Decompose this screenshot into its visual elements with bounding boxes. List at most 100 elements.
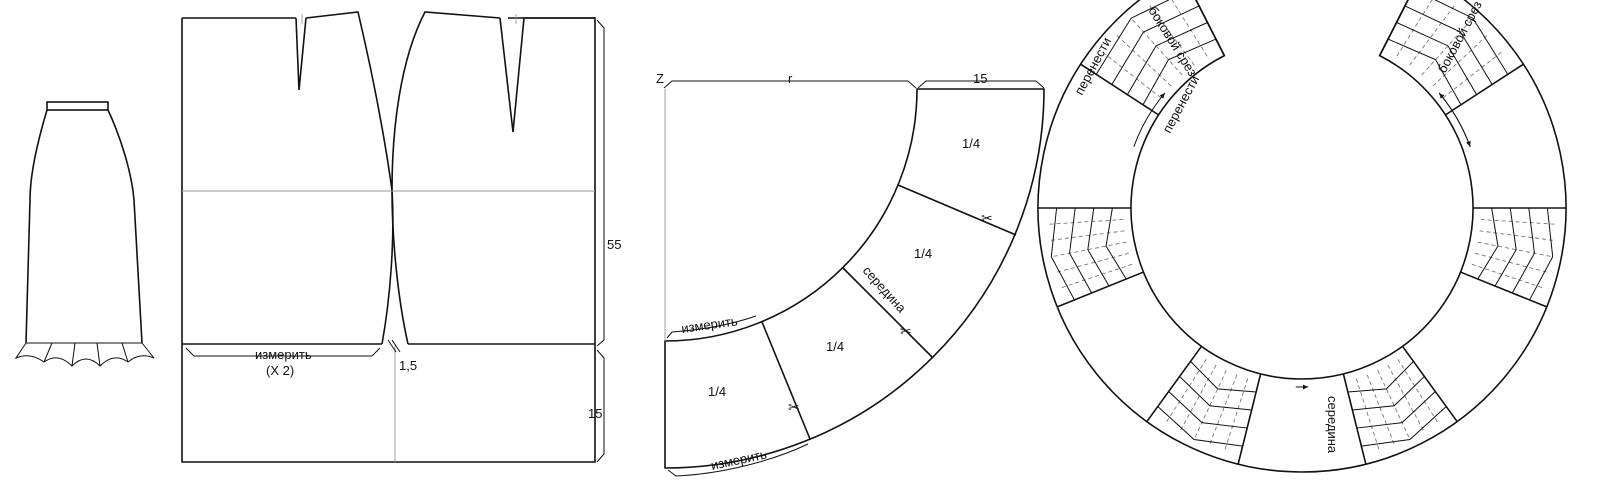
measure-label: измерить	[255, 347, 312, 362]
ring-fold-line	[1377, 370, 1411, 441]
ring-chevron	[1511, 207, 1535, 294]
ring-fold-line	[1366, 374, 1396, 447]
ring-fold-line	[1477, 241, 1554, 258]
measure-bottom-label: измерить	[710, 446, 769, 472]
ring-fold-line	[1208, 374, 1238, 447]
scissors-icon-2: ✂	[900, 323, 912, 339]
ring-fold-line	[1480, 218, 1558, 225]
ring-section-line	[1237, 373, 1262, 465]
measure-bracket	[185, 347, 381, 357]
ring-fold-line	[1164, 359, 1207, 425]
quarter-divider-1	[897, 184, 1017, 236]
ring-fold-line	[1479, 230, 1556, 242]
ring-fold-line	[1171, 0, 1208, 57]
gap-label: 1,5	[399, 358, 417, 373]
ring-outline	[1037, 0, 1567, 473]
middle-label: середина	[860, 263, 910, 316]
ring-chevron	[1387, 38, 1462, 105]
quarter-label-4: 1/4	[708, 384, 726, 399]
ring-section-line	[1195, 0, 1226, 57]
ring-section-line	[1378, 0, 1409, 57]
ring-fold-line	[1442, 50, 1505, 99]
ring-chevron	[1361, 406, 1447, 447]
ring-fold-line	[1048, 230, 1125, 242]
back-side-seam	[305, 11, 394, 345]
ring-chevron	[1157, 406, 1243, 447]
ring-section-line	[1460, 271, 1548, 308]
side-seam-left-label: боковой срез	[1145, 4, 1200, 79]
ring-chevron	[1494, 207, 1517, 287]
dim-15-label: 15	[588, 406, 602, 421]
ring-fold-line	[1114, 33, 1172, 87]
ring-chevron	[1477, 207, 1499, 280]
quarter-flounce: ✂ ✂ ✂ Z r 15 1/4 1/4 1/4 1/4 середина из…	[656, 71, 1045, 477]
ring-section-line	[1401, 345, 1458, 423]
scissors-icon-1: ✂	[981, 210, 993, 226]
radius-label: r	[788, 71, 793, 86]
ring-chevron	[1356, 391, 1436, 429]
ring-fold-line	[1054, 252, 1129, 274]
dim-55-label: 55	[607, 237, 621, 252]
ring-fold-line	[1058, 263, 1133, 289]
ring-arrow	[1438, 92, 1471, 147]
ring-section-line	[1146, 345, 1203, 423]
quarter-label-1: 1/4	[962, 136, 980, 151]
ring-fold-line	[1178, 364, 1217, 433]
ring-section-line	[1080, 63, 1160, 116]
ring-chevron	[1434, 0, 1509, 75]
skirt-back-outline	[181, 17, 596, 463]
ring-fold-line	[1387, 364, 1426, 433]
ring-fold-line	[1130, 17, 1183, 76]
ring-chevron	[1050, 207, 1075, 301]
front-dart	[499, 17, 595, 133]
ring-chevron	[1404, 5, 1493, 85]
ring-chevron	[1126, 22, 1208, 95]
ring-chevron	[1347, 361, 1414, 393]
skirt-flounce	[14, 342, 155, 367]
width-label: 15	[973, 71, 987, 86]
ring-fold-line	[1421, 17, 1474, 76]
ring-chevron	[1142, 38, 1217, 105]
ring-chevron	[1105, 207, 1127, 280]
measure-multiplier: (X 2)	[266, 363, 294, 378]
ring-fold-line	[1432, 33, 1490, 87]
ring-fold-line	[1099, 50, 1162, 99]
measure-top-bracket	[666, 315, 757, 339]
front-side-seam	[391, 11, 501, 345]
waistband	[46, 101, 109, 111]
ring-chevron	[1190, 361, 1257, 393]
ring-fold-line	[1396, 0, 1433, 57]
dim-15-line	[596, 349, 605, 463]
ring-arrow	[1133, 92, 1166, 147]
ring-chevron	[1352, 376, 1425, 411]
ring-section-line	[1056, 271, 1144, 308]
transfer-left-label: перенести	[1071, 35, 1114, 98]
quarter-label-2: 1/4	[914, 246, 932, 261]
ring-chevron	[1529, 207, 1554, 301]
width-dim-line	[917, 80, 1045, 89]
radius-dim-line	[663, 80, 917, 89]
ring-fold-line	[1050, 241, 1127, 258]
skirt-body-outline	[25, 109, 143, 344]
ring-chevron	[1095, 0, 1170, 75]
dim-55-line	[596, 19, 605, 347]
skirt-pattern: 55 15 измерить (X 2) 1,5	[181, 11, 621, 463]
ring-fold-line	[1046, 218, 1124, 225]
ring-fold-line	[1475, 252, 1550, 274]
back-dart	[295, 17, 307, 91]
ring-fold-line	[1193, 370, 1227, 441]
quarter-label-3: 1/4	[826, 339, 844, 354]
ring-middle-label: середина	[1325, 396, 1340, 454]
ring-section-line	[1444, 63, 1524, 116]
ring-fold-line	[1471, 263, 1546, 289]
ring-section-line	[1342, 373, 1367, 465]
ring-chevron	[1179, 376, 1252, 411]
quarter-flounce-outline	[664, 88, 1045, 469]
quarter-divider-3	[761, 321, 811, 440]
gap-marks	[387, 339, 401, 353]
measure-bottom-bracket	[667, 443, 809, 477]
quarter-divider-2	[842, 267, 933, 358]
ring-fold-line	[1397, 359, 1440, 425]
